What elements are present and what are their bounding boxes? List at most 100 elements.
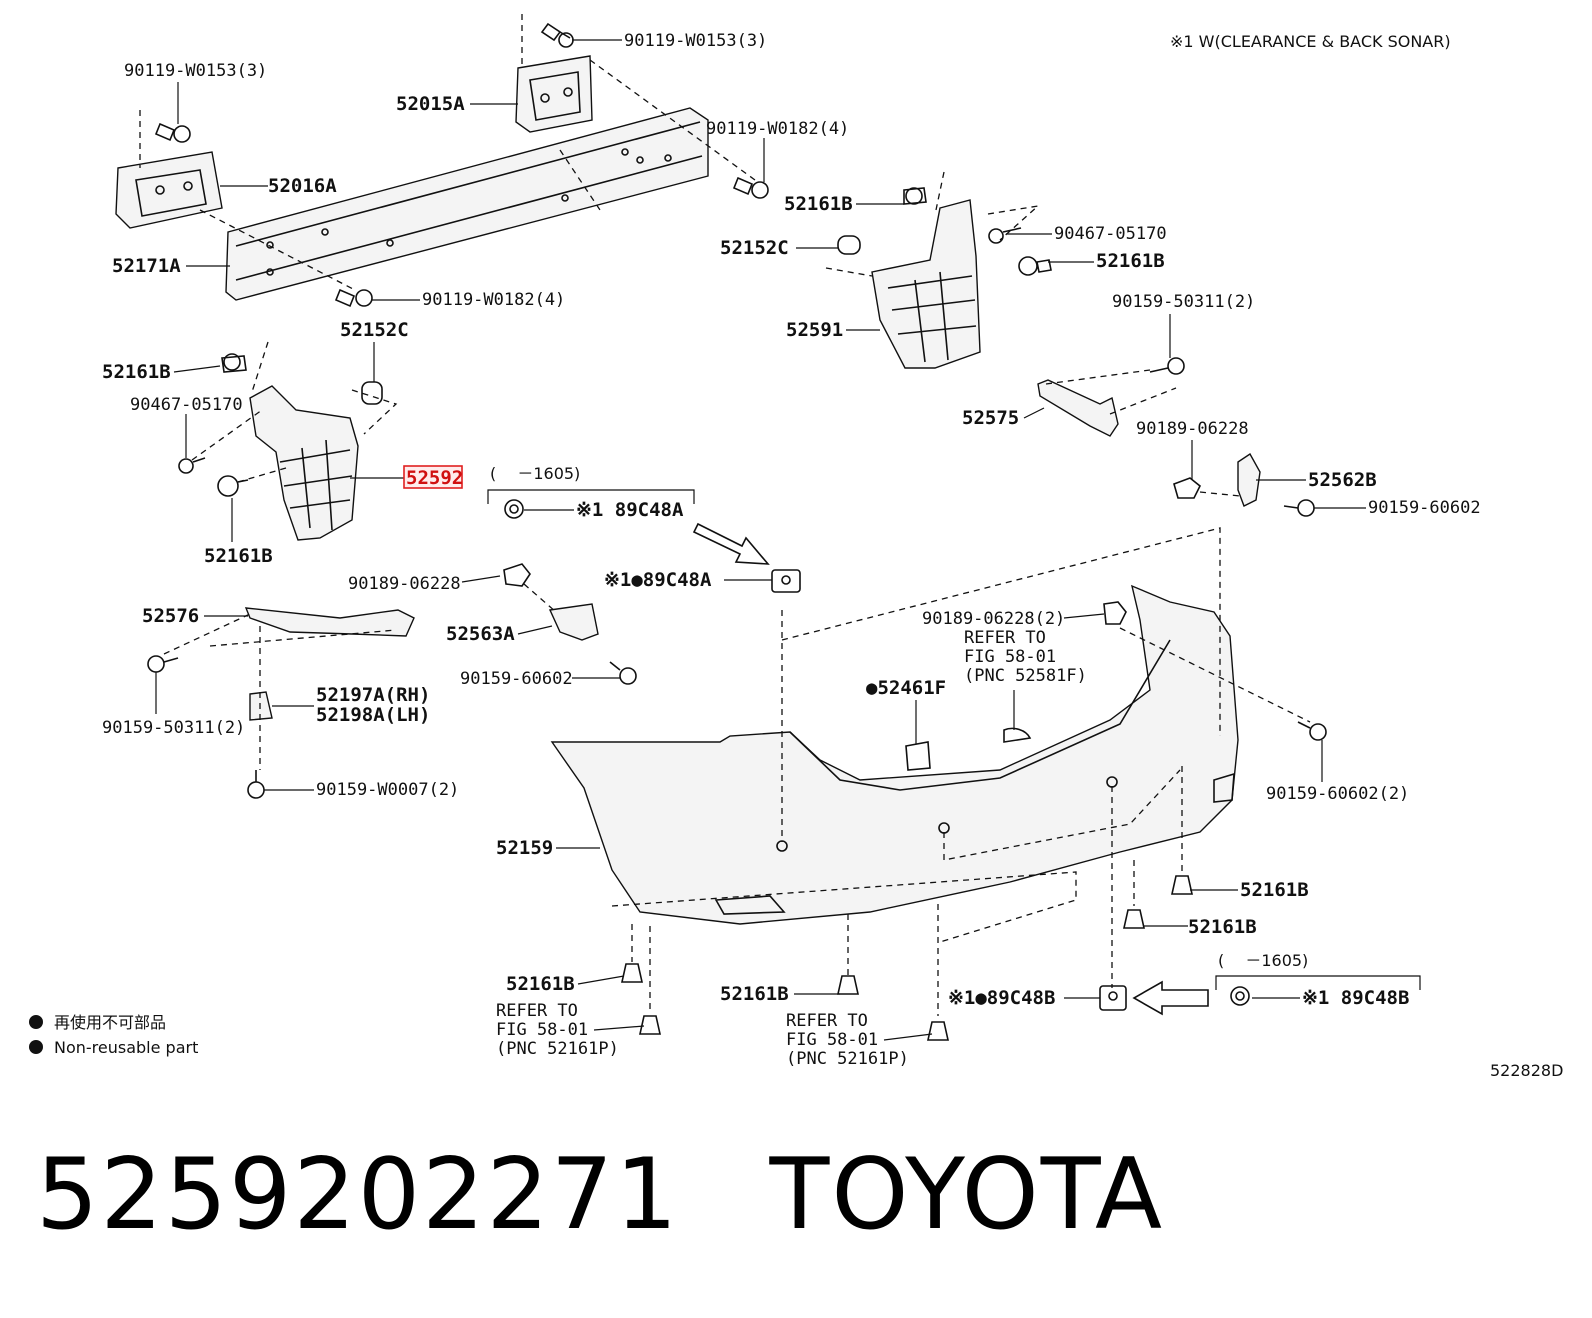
label-refer-3a: REFER TO <box>786 1011 868 1031</box>
label-89c48a-clip: ※1●89C48A <box>604 569 712 591</box>
label-refer-1b: FIG 58-01 <box>964 647 1056 667</box>
label-bracket-bottom: ( －1605) <box>1218 951 1308 970</box>
label-52161b-l2: 52161B <box>204 545 273 567</box>
label-bracket-top: ( －1605) <box>490 464 580 483</box>
note-top-right: ※1 W(CLEARANCE & BACK SONAR) <box>1170 32 1451 51</box>
nut-icon <box>1230 986 1250 1006</box>
label-52576: 52576 <box>142 605 199 627</box>
clip-icon <box>503 563 531 587</box>
caption: 5259202271 TOYOTA <box>36 1138 1164 1252</box>
clip-89c48a <box>771 569 801 593</box>
label-90189-06228-2: 90189-06228(2) <box>922 609 1065 629</box>
clip-icon <box>1018 256 1052 276</box>
brand-name: TOYOTA <box>769 1138 1165 1252</box>
part-number: 5259202271 <box>36 1138 680 1252</box>
bolt-icon <box>1149 357 1185 375</box>
label-52159: 52159 <box>496 837 553 859</box>
legend-en: Non-reusable part <box>54 1038 198 1057</box>
grommet-icon <box>837 235 861 255</box>
rivet-icon <box>837 975 859 995</box>
label-52592: 52592 <box>406 467 463 489</box>
label-52591: 52591 <box>786 319 843 341</box>
bracket-52562b <box>1237 452 1261 507</box>
arrow-icon <box>692 522 770 565</box>
bolt-icon <box>732 176 769 199</box>
rivet-icon <box>1123 909 1145 929</box>
bolt-icon <box>334 288 373 308</box>
label-90159-50311-l: 90159-50311(2) <box>102 718 245 738</box>
label-52161b-r1: 52161B <box>784 193 853 215</box>
label-52161b-b1: 52161B <box>1240 879 1309 901</box>
rivet-icon <box>639 1015 661 1035</box>
label-refer-2c: (PNC 52161P) <box>496 1039 619 1059</box>
legend-jp: 再使用不可部品 <box>54 1013 166 1032</box>
screw-icon <box>178 457 206 474</box>
label-90159-50311-r: 90159-50311(2) <box>1112 292 1255 312</box>
bolt-icon <box>540 22 574 48</box>
label-90119-w0182-mid: 90119-W0182(4) <box>422 290 565 310</box>
label-52575: 52575 <box>962 407 1019 429</box>
grommet-icon <box>361 381 383 405</box>
clip-icon <box>217 475 249 497</box>
label-52161b-b4: 52161B <box>720 983 789 1005</box>
legend-bullet-icon <box>29 1015 43 1029</box>
label-90467-05170-r: 90467-05170 <box>1054 224 1167 244</box>
label-52152c-r: 52152C <box>720 237 789 259</box>
label-refer-3c: (PNC 52161P) <box>786 1049 909 1069</box>
nut-icon <box>504 499 524 519</box>
label-89c48b-clip: ※1●89C48B <box>948 987 1055 1009</box>
rivet-icon <box>927 1021 949 1041</box>
label-52461f: ●52461F <box>866 677 946 699</box>
clip-89c48b <box>1099 985 1127 1011</box>
label-52161b-l1: 52161B <box>102 361 171 383</box>
label-refer-1c: (PNC 52581F) <box>964 666 1087 686</box>
label-52161b-r2: 52161B <box>1096 250 1165 272</box>
bracket-52563a <box>548 603 599 641</box>
label-90467-05170-l: 90467-05170 <box>130 395 243 415</box>
label-89c48a-box: ※1 89C48A <box>576 499 684 521</box>
highlight-box-52592 <box>403 465 463 489</box>
label-refer-2b: FIG 58-01 <box>496 1020 588 1040</box>
side-retainer-52591 <box>871 199 981 369</box>
bolt-icon <box>247 770 265 799</box>
legend-bullet-icon <box>29 1040 43 1054</box>
label-90189-06228-r: 90189-06228 <box>1136 419 1249 439</box>
bolt-icon <box>1283 499 1315 517</box>
label-52562b: 52562B <box>1308 469 1377 491</box>
clip-icon <box>1173 477 1202 499</box>
bracket-52576 <box>244 607 415 637</box>
label-refer-1a: REFER TO <box>964 628 1046 648</box>
bolt-icon <box>609 661 637 685</box>
label-90159-60602-2: 90159-60602(2) <box>1266 784 1409 804</box>
bracket-52016a <box>115 151 223 229</box>
rivet-icon <box>621 963 643 983</box>
rivet-icon <box>1171 875 1193 895</box>
label-52016a: 52016A <box>268 175 337 197</box>
bolt-icon <box>154 122 191 143</box>
bolt-icon <box>147 655 179 673</box>
screw-icon <box>988 227 1022 244</box>
label-52161b-b3: 52161B <box>506 973 575 995</box>
label-52198a: 52198A(LH) <box>316 704 430 726</box>
retainer-52197a <box>249 691 273 721</box>
label-52152c-l: 52152C <box>340 319 409 341</box>
label-90119-w0182-right: 90119-W0182(4) <box>706 119 849 139</box>
bracket-52575 <box>1037 379 1119 437</box>
label-refer-2a: REFER TO <box>496 1001 578 1021</box>
label-52161b-b2: 52161B <box>1188 916 1257 938</box>
label-89c48b-box: ※1 89C48B <box>1302 987 1409 1009</box>
diagram-code: 522828D <box>1490 1061 1563 1080</box>
clip-icon <box>903 187 927 205</box>
label-52563a: 52563A <box>446 623 515 645</box>
label-90159-60602-l: 90159-60602 <box>460 669 573 689</box>
label-90159-w0007: 90159-W0007(2) <box>316 780 459 800</box>
label-52015a: 52015A <box>396 93 465 115</box>
bracket-52015a <box>515 55 593 133</box>
label-52171a: 52171A <box>112 255 181 277</box>
arrow-icon <box>1132 980 1209 1016</box>
clip-icon <box>1103 601 1127 625</box>
label-52197a: 52197A(RH) <box>316 684 430 706</box>
bolt-icon <box>1297 721 1327 741</box>
label-90119-w0153-top: 90119-W0153(3) <box>624 31 767 51</box>
